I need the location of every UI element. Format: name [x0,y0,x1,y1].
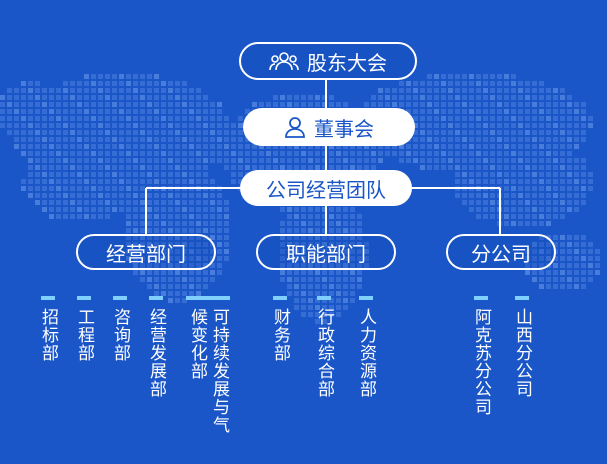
node-board-label: 董事会 [314,116,374,141]
node-management: 公司经营团队 [240,170,412,206]
people-icon [269,50,299,72]
dept-label: 财务部 [270,308,290,362]
dept-accent-bar [474,296,488,300]
node-division-business: 经营部门 [76,234,216,270]
dept-label: 行政综合部 [314,308,334,398]
dept-label: 工程部 [74,308,94,362]
dept-label: 咨询部 [110,308,130,362]
dept-label: 经营发展部 [146,308,166,398]
dept-sustainability-climate: 可持续发展与气候变化部 [185,296,231,440]
node-division-branches: 分公司 [446,234,556,270]
dept-label: 山西分公司 [512,308,532,398]
node-division-functional: 职能部门 [256,234,396,270]
dept-accent-bar [515,296,529,300]
node-division-functional-label: 职能部门 [286,241,366,266]
node-division-business-label: 经营部门 [106,241,186,266]
node-division-branches-label: 分公司 [471,241,531,266]
dept-accent-bar [77,296,91,300]
dept-accent-bar [149,296,163,300]
person-icon [284,115,306,139]
dept-accent-bar [113,296,127,300]
node-shareholders: 股东大会 [239,42,417,80]
dept-label: 招标部 [38,308,58,362]
dept-accent-bar [359,296,373,300]
dept-accent-bar [273,296,287,300]
dept-engineering: 工程部 [73,296,95,362]
dept-consulting: 咨询部 [109,296,131,362]
dept-label: 人力资源部 [356,308,376,398]
dept-accent-bar [186,296,230,300]
dept-human-resources: 人力资源部 [355,296,377,398]
dept-business-development: 经营发展部 [145,296,167,398]
dept-accent-bar [317,296,331,300]
dept-label: 阿克苏分公司 [471,308,491,416]
node-management-label: 公司经营团队 [266,177,386,202]
dept-bidding: 招标部 [37,296,59,362]
dept-finance: 财务部 [269,296,291,362]
node-board: 董事会 [243,108,415,146]
dept-shanxi-branch: 山西分公司 [511,296,533,398]
node-shareholders-label: 股东大会 [307,50,387,75]
dept-administration: 行政综合部 [313,296,335,398]
dept-label: 可持续发展与气候变化部 [187,308,229,434]
dept-accent-bar [41,296,55,300]
dept-aksu-branch: 阿克苏分公司 [470,296,492,416]
